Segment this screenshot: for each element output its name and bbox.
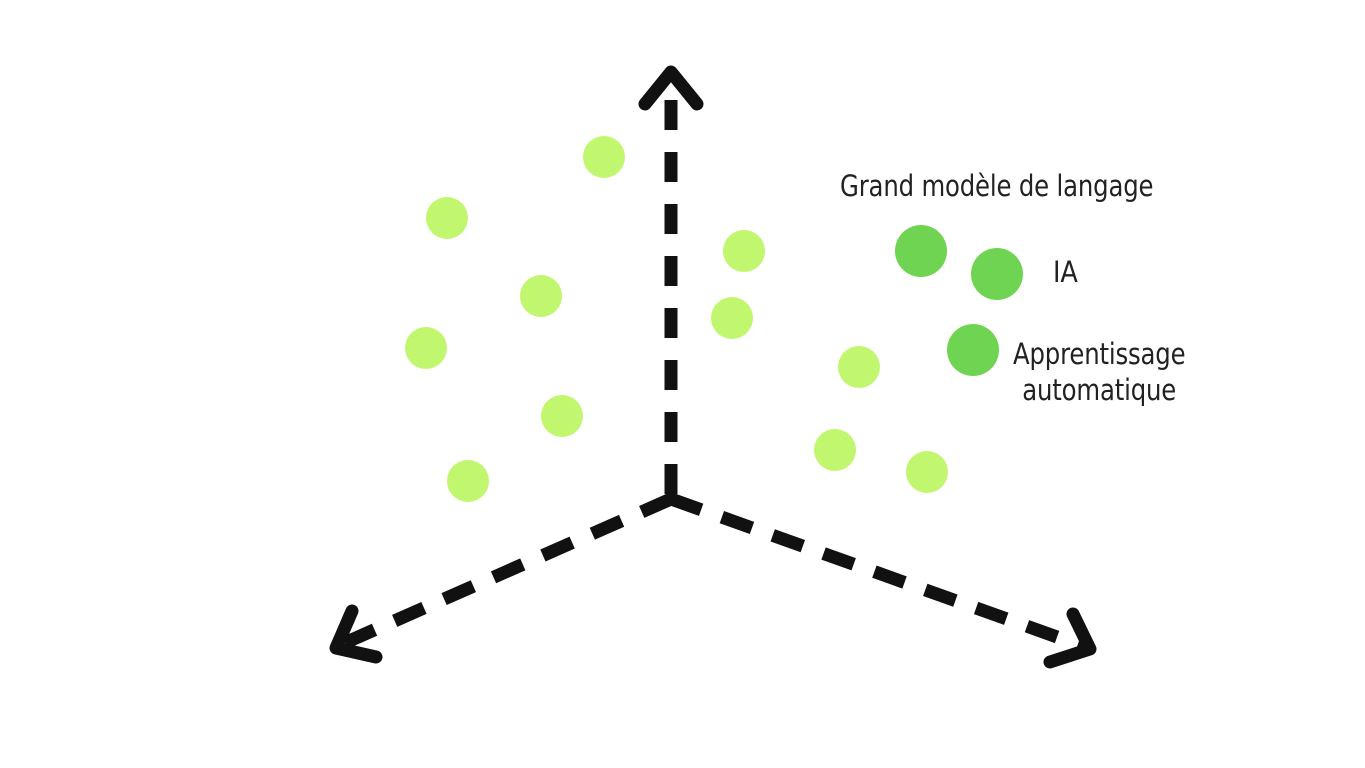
point	[447, 460, 489, 502]
point	[405, 327, 447, 369]
point-ia	[971, 248, 1023, 300]
label-machine-learning: Apprentissage automatique	[1013, 336, 1186, 408]
point	[838, 346, 880, 388]
axis-origin	[665, 491, 677, 503]
highlighted-points	[895, 225, 1023, 376]
label-large-language-model: Grand modèle de langage	[840, 169, 1154, 203]
point	[711, 297, 753, 339]
axis-lower-left	[337, 493, 674, 651]
light-points	[405, 136, 948, 502]
point	[583, 136, 625, 178]
label-machine-learning-line1: Apprentissage	[1013, 337, 1186, 371]
point	[814, 429, 856, 471]
point	[906, 451, 948, 493]
point	[426, 197, 468, 239]
point	[723, 230, 765, 272]
axis-lower-left-arrowhead	[329, 604, 383, 664]
label-ai: IA	[1053, 255, 1078, 289]
axis-lower-right	[668, 492, 1091, 655]
point-llm	[895, 225, 947, 277]
label-machine-learning-line2: automatique	[1022, 373, 1177, 407]
point	[520, 275, 562, 317]
axis-vertical-arrowhead	[638, 65, 704, 111]
point-ml	[947, 324, 999, 376]
axes	[329, 65, 1097, 669]
point	[541, 395, 583, 437]
axis-lower-right-arrowhead	[1043, 607, 1097, 669]
